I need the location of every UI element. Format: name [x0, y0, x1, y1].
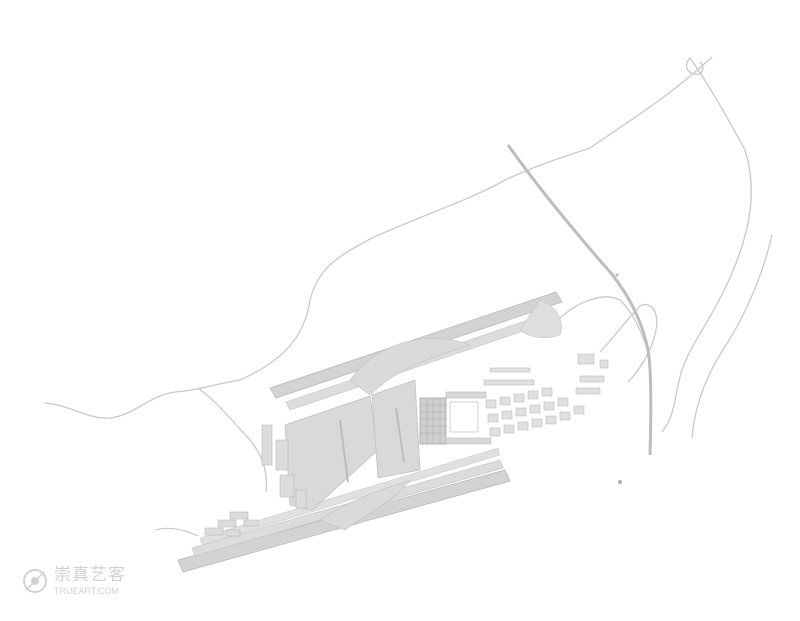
- building-block: [579, 375, 605, 383]
- building-block: [557, 397, 569, 407]
- taxiway-curve-east: [519, 299, 562, 339]
- concourse-b: [445, 437, 492, 445]
- building-block: [513, 393, 525, 403]
- taxiway-loop-south: [319, 479, 411, 531]
- hangar: [229, 511, 249, 520]
- building-block: [531, 418, 543, 428]
- site-marker: [615, 273, 619, 277]
- cargo-building: [295, 489, 307, 509]
- building-block: [527, 390, 539, 400]
- building-block: [499, 396, 511, 406]
- west-support-area: [204, 424, 307, 537]
- runway-system: [177, 291, 563, 573]
- road-network: [44, 56, 773, 537]
- building-block: [599, 359, 609, 369]
- hangar: [243, 519, 259, 527]
- loop-road: [685, 57, 704, 75]
- building-block: [529, 404, 541, 414]
- east-road: [661, 57, 752, 433]
- hangar: [225, 529, 241, 537]
- cargo-building: [279, 474, 295, 498]
- building-block: [543, 401, 555, 411]
- south-west-road: [197, 387, 268, 493]
- hangar: [204, 527, 224, 536]
- cargo-building: [275, 439, 289, 471]
- midfield-apron: [371, 379, 421, 479]
- taxiway-loop-north: [349, 338, 471, 396]
- building-block: [545, 415, 557, 425]
- building-block: [487, 413, 499, 423]
- building-block: [485, 399, 497, 409]
- connector-road-1: [599, 303, 658, 383]
- concourse-a: [445, 391, 487, 399]
- building-block: [541, 387, 553, 397]
- building-block: [575, 387, 601, 395]
- landside-block: [449, 401, 479, 433]
- trueart-logo-icon: [23, 569, 47, 593]
- site-marker: [618, 480, 622, 484]
- trueart-watermark: 崇真艺客 TRUEART.COM: [20, 566, 126, 596]
- east-development: [483, 353, 609, 437]
- apron-marking-1: [339, 419, 349, 483]
- watermark-english-text: TRUEART.COM: [54, 585, 119, 596]
- building-block: [503, 424, 515, 434]
- building-block: [559, 411, 571, 421]
- cargo-building: [261, 424, 273, 466]
- south-taxiway-2: [199, 447, 501, 546]
- watermark-chinese-text: 崇真艺客: [54, 564, 126, 585]
- building-block: [515, 407, 527, 417]
- highway-corridor: [506, 144, 653, 456]
- south-spur: [154, 527, 199, 537]
- hangar: [217, 519, 237, 528]
- apron-marking-2: [395, 407, 405, 463]
- building-block: [517, 421, 529, 431]
- building-block: [501, 410, 513, 420]
- building-block: [573, 405, 585, 415]
- building-block: [483, 379, 535, 386]
- building-block: [489, 367, 531, 373]
- northeast-boundary: [559, 296, 649, 351]
- perimeter-road: [44, 56, 713, 419]
- far-east-road: [691, 234, 773, 439]
- terminal-grid: [420, 398, 446, 444]
- terminal-complex: [419, 391, 492, 445]
- building-block: [577, 353, 595, 365]
- building-block: [489, 427, 501, 437]
- highway-line: [506, 144, 653, 456]
